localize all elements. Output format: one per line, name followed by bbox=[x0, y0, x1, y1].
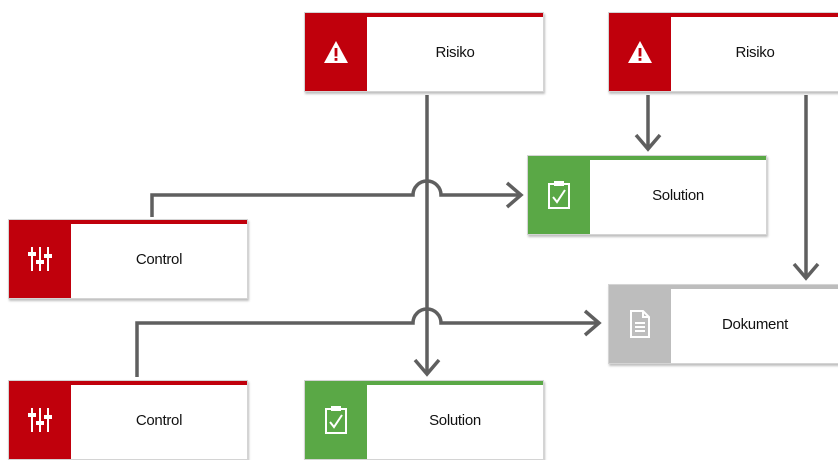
connector-risk2-to-document-arrowhead bbox=[792, 262, 820, 281]
risk-node-accent-bar bbox=[609, 13, 838, 17]
risk-node-icon-box bbox=[609, 13, 671, 91]
connector-risk1-to-solution2-arrowhead bbox=[413, 358, 441, 377]
solution-node[interactable]: Solution bbox=[304, 380, 544, 460]
document-node-icon-box bbox=[609, 285, 671, 363]
control-node-label: Control bbox=[135, 411, 183, 429]
control-node[interactable]: Control bbox=[8, 219, 248, 299]
sliders-icon bbox=[28, 408, 52, 432]
connector-control2-to-document-arrowhead bbox=[583, 309, 602, 337]
control-node[interactable]: Control bbox=[8, 380, 248, 460]
risk-node-icon-box bbox=[305, 13, 367, 91]
control-node-label: Control bbox=[135, 250, 183, 268]
risk-node-label: Risiko bbox=[735, 43, 775, 61]
control-node-accent-bar bbox=[9, 381, 247, 385]
document-icon bbox=[630, 310, 650, 338]
clipboard-check-icon bbox=[548, 181, 570, 209]
connector-risk2-to-solution1-arrowhead bbox=[634, 133, 662, 152]
solution-node-label: Solution bbox=[429, 411, 481, 429]
solution-node-accent-bar bbox=[528, 156, 766, 160]
control-node-icon-box bbox=[9, 220, 71, 298]
control-node-icon-box bbox=[9, 381, 71, 459]
risk-node-label: Risiko bbox=[435, 43, 475, 61]
warning-triangle-icon bbox=[628, 41, 652, 63]
control-node-accent-bar bbox=[9, 220, 247, 224]
solution-node-accent-bar bbox=[305, 381, 543, 385]
connector-control1-to-solution1-arrowhead bbox=[505, 181, 524, 209]
solution-node-icon-box bbox=[528, 156, 590, 234]
clipboard-check-icon bbox=[325, 406, 347, 434]
document-node[interactable]: Dokument bbox=[608, 284, 838, 364]
document-node-accent-bar bbox=[609, 285, 838, 289]
risk-node[interactable]: Risiko bbox=[608, 12, 838, 92]
connector-control1-to-solution1 bbox=[150, 179, 519, 217]
sliders-icon bbox=[28, 247, 52, 271]
document-node-label: Dokument bbox=[722, 315, 788, 333]
solution-node-icon-box bbox=[305, 381, 367, 459]
solution-node-label: Solution bbox=[652, 186, 704, 204]
connector-control2-to-document bbox=[135, 307, 597, 377]
solution-node[interactable]: Solution bbox=[527, 155, 767, 235]
risk-node[interactable]: Risiko bbox=[304, 12, 544, 92]
risk-node-accent-bar bbox=[305, 13, 543, 17]
warning-triangle-icon bbox=[324, 41, 348, 63]
